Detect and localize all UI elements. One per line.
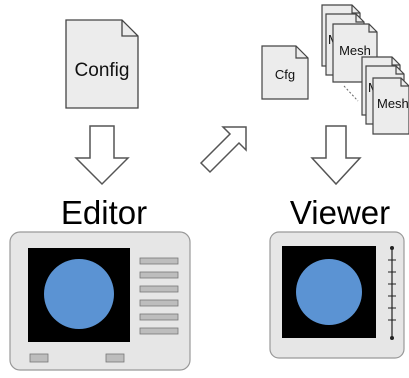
editor-title: Editor bbox=[61, 194, 147, 231]
viewer-window bbox=[269, 231, 405, 359]
editor-left-button bbox=[29, 353, 49, 363]
editor-menu-item bbox=[139, 327, 179, 335]
editor-menu-list bbox=[139, 257, 179, 335]
viewer-title: Viewer bbox=[290, 194, 390, 231]
editor-menu-item bbox=[139, 285, 179, 293]
stack-connector bbox=[343, 85, 359, 102]
hollow-down-arrow-icon bbox=[310, 125, 362, 186]
editor-menu-item bbox=[139, 313, 179, 321]
mesh-stack-bottom: M Mesh bbox=[361, 56, 409, 135]
cfg-label: Cfg bbox=[275, 67, 295, 82]
hollow-down-arrow-icon bbox=[74, 125, 130, 186]
viewer-circle bbox=[296, 259, 362, 325]
hollow-diagonal-arrow-icon bbox=[199, 126, 247, 174]
editor-menu-item bbox=[139, 257, 179, 265]
cfg-document-icon: Cfg bbox=[261, 45, 309, 100]
viewer-slider bbox=[388, 246, 396, 340]
editor-menu-item bbox=[139, 299, 179, 307]
editor-window bbox=[9, 231, 191, 371]
config-document-icon: Config bbox=[65, 19, 139, 109]
editor-circle bbox=[44, 259, 114, 329]
mesh-document-icon: Mesh bbox=[372, 77, 409, 135]
mesh-label: Mesh bbox=[339, 43, 371, 58]
mesh-label: Mesh bbox=[377, 96, 409, 111]
mesh-stack-top: M Mesh bbox=[321, 4, 378, 83]
editor-menu-item bbox=[139, 271, 179, 279]
config-label: Config bbox=[75, 60, 130, 81]
editor-right-button bbox=[105, 353, 125, 363]
